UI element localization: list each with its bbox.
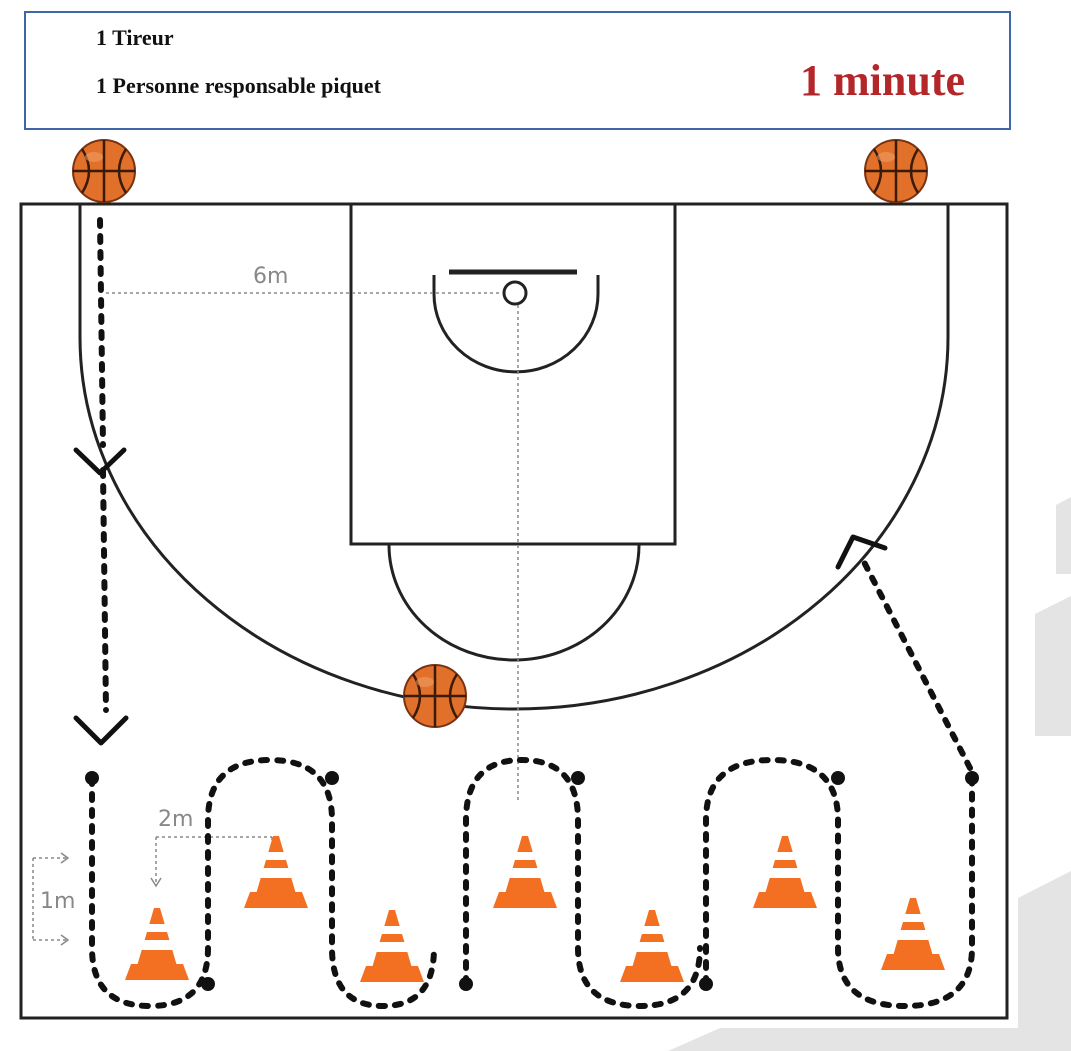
cones bbox=[125, 836, 945, 982]
cone-responsible: 1 Personne responsable piquet bbox=[96, 73, 382, 98]
traffic-cone-icon bbox=[881, 898, 945, 970]
arrowhead-icon bbox=[835, 534, 888, 570]
label-1m: 1m bbox=[40, 889, 75, 914]
path-endpoints bbox=[85, 771, 979, 991]
basketball-icon bbox=[71, 138, 137, 204]
basketballs bbox=[71, 138, 929, 729]
traffic-cone-icon bbox=[244, 836, 308, 908]
traffic-cone-icon bbox=[360, 910, 424, 982]
shooter-count: 1 Tireur bbox=[96, 25, 174, 50]
three-point-arc bbox=[78, 205, 950, 711]
traffic-cone-icon bbox=[753, 836, 817, 908]
arrowhead-icon bbox=[73, 447, 127, 476]
dribble-path bbox=[89, 217, 975, 1010]
paint-area bbox=[349, 202, 677, 546]
hoop bbox=[502, 280, 528, 306]
half-court bbox=[19, 202, 1009, 1020]
duration-label: 1 minute bbox=[800, 56, 965, 105]
traffic-cone-icon bbox=[125, 908, 189, 980]
traffic-cone-icon bbox=[620, 910, 684, 982]
watermark bbox=[668, 497, 1071, 1051]
traffic-cone-icon bbox=[493, 836, 557, 908]
info-box: 1 Tireur 1 Personne responsable piquet 1… bbox=[24, 11, 1011, 130]
restricted-arc bbox=[432, 275, 600, 374]
basketball-icon bbox=[863, 138, 929, 204]
free-throw-arc bbox=[387, 544, 641, 662]
label-6m: 6m bbox=[253, 264, 288, 289]
arrowhead-icon bbox=[73, 715, 129, 746]
label-2m: 2m bbox=[158, 807, 193, 832]
basketball-icon bbox=[402, 663, 468, 729]
